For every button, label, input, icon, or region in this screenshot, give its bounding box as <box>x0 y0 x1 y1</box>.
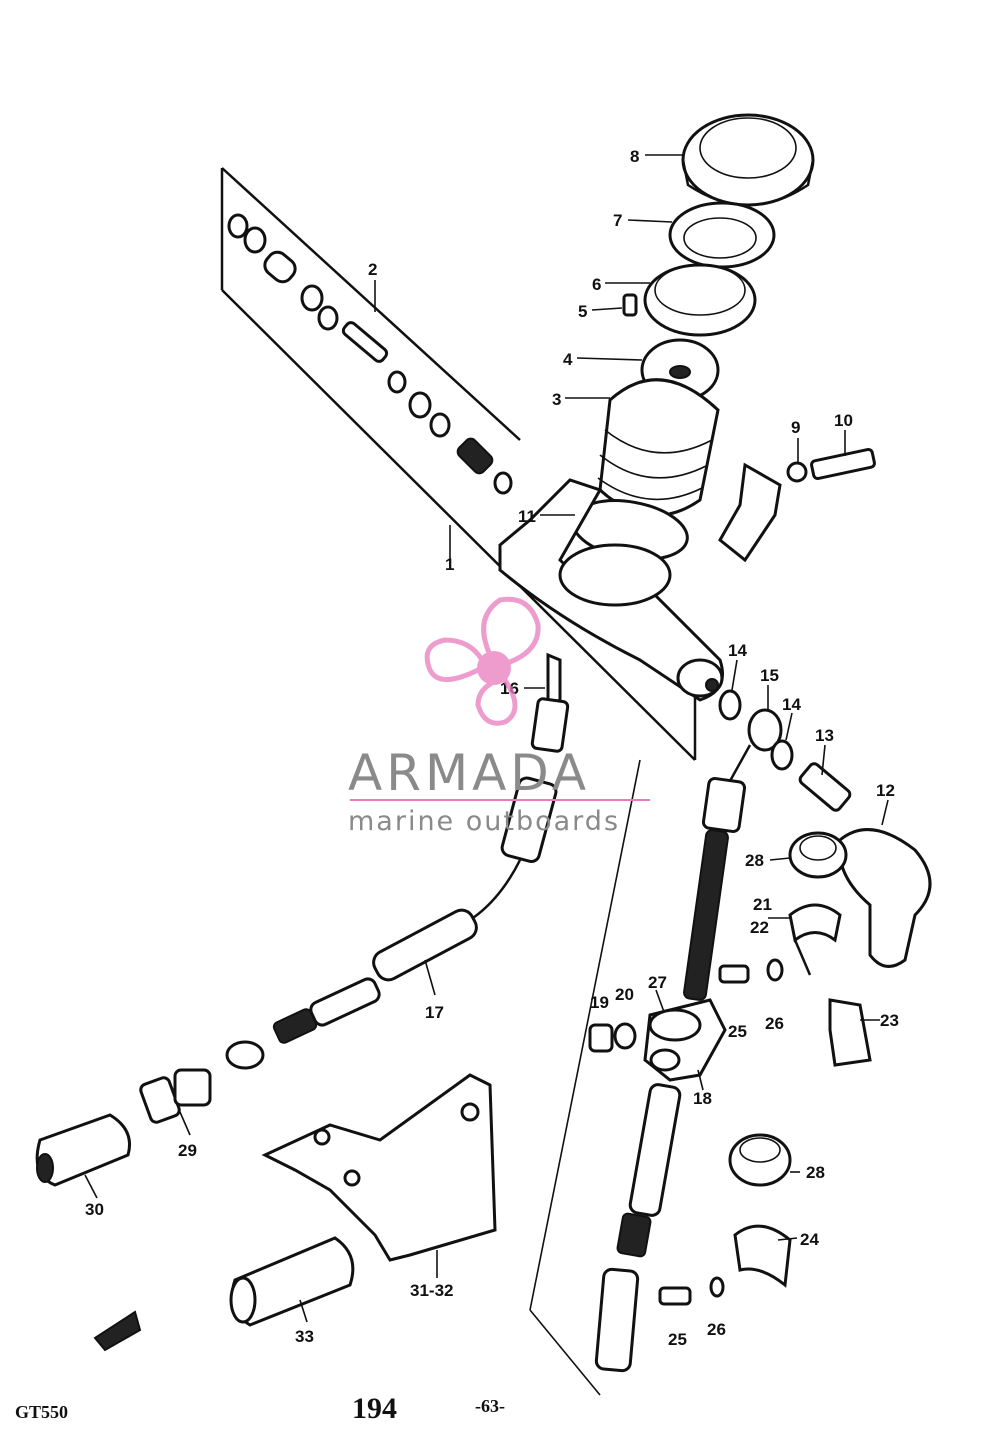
label-1: 1 <box>445 555 454 574</box>
label-29: 29 <box>178 1141 197 1160</box>
label-27: 27 <box>648 973 667 992</box>
direction-arrow-icon <box>93 1310 142 1352</box>
washer-14b <box>770 739 794 771</box>
clamp-24 <box>733 1224 792 1288</box>
label-18: 18 <box>693 1089 712 1108</box>
label-11: 11 <box>518 507 536 526</box>
label-12: 12 <box>876 781 895 800</box>
label-14a: 14 <box>728 641 747 660</box>
lower-hose <box>594 1083 682 1373</box>
nut-19 <box>588 1023 614 1053</box>
model-code: GT550 <box>15 1402 68 1422</box>
sheet-number: -63- <box>475 1396 505 1416</box>
reservoir-body <box>597 378 720 517</box>
bolt-25a <box>718 964 750 984</box>
fitting-29 <box>139 1068 212 1124</box>
clamp-21-22 <box>788 903 842 976</box>
master-cylinder-body <box>498 478 724 702</box>
cover-12 <box>837 828 932 968</box>
label-19: 19 <box>590 993 609 1012</box>
union-bolt-13 <box>798 762 852 812</box>
watermark-brand: ARMADA <box>348 744 590 802</box>
bracket-18 <box>643 998 727 1082</box>
label-23: 23 <box>880 1011 899 1030</box>
sleeve-33 <box>229 1236 355 1327</box>
watermark: ARMADA marine outboards <box>348 596 650 837</box>
brake-hose-16-17 <box>225 652 570 1070</box>
label-25a: 25 <box>728 1022 747 1041</box>
propeller-logo-icon <box>424 596 541 726</box>
label-21: 21 <box>753 895 772 914</box>
part-labels: 8 7 6 5 4 3 2 1 11 9 10 14 15 14 13 12 1… <box>85 147 899 1349</box>
washer-14a <box>718 689 742 721</box>
grommet-28b <box>728 1133 792 1187</box>
label-3: 3 <box>552 390 561 409</box>
assembly-outline <box>220 167 697 1396</box>
brake-hose-right <box>683 777 747 1001</box>
washer-20 <box>613 1022 637 1050</box>
label-31-32: 31-32 <box>410 1281 453 1300</box>
washer-26b <box>709 1276 725 1298</box>
label-28b: 28 <box>806 1163 825 1182</box>
label-20: 20 <box>615 985 634 1004</box>
cap-diaphragm-plate <box>668 201 776 269</box>
label-25b: 25 <box>668 1330 687 1349</box>
clamp-23 <box>828 998 872 1067</box>
label-15: 15 <box>760 666 779 685</box>
label-7: 7 <box>613 211 622 230</box>
clamp-9-10 <box>718 447 876 563</box>
label-26a: 26 <box>765 1014 784 1033</box>
label-4: 4 <box>563 350 573 369</box>
label-26b: 26 <box>707 1320 726 1339</box>
label-13: 13 <box>815 726 834 745</box>
screw-5 <box>622 293 638 317</box>
washer-26a <box>766 958 784 982</box>
label-33: 33 <box>295 1327 314 1346</box>
label-24: 24 <box>800 1230 819 1249</box>
boot-30 <box>35 1113 131 1187</box>
label-28a: 28 <box>745 851 764 870</box>
label-30: 30 <box>85 1200 104 1219</box>
bracket-31-32 <box>261 1073 497 1262</box>
watermark-tagline: marine outboards <box>348 806 620 837</box>
bolt-25b <box>658 1286 692 1306</box>
label-5: 5 <box>578 302 587 321</box>
diaphragm <box>643 263 757 337</box>
piston-kit <box>227 213 513 495</box>
grommet-28a <box>788 831 848 879</box>
page-number: 194 <box>352 1392 397 1425</box>
label-10: 10 <box>834 411 853 430</box>
label-22: 22 <box>750 918 769 937</box>
label-14b: 14 <box>782 695 801 714</box>
label-9: 9 <box>791 418 800 437</box>
label-6: 6 <box>592 275 601 294</box>
reservoir-cap <box>681 113 815 207</box>
label-8: 8 <box>630 147 639 166</box>
footer: GT550 194 -63- <box>15 1392 505 1425</box>
label-2: 2 <box>368 260 377 279</box>
leader-lines <box>84 154 889 1323</box>
label-17: 17 <box>425 1003 444 1022</box>
